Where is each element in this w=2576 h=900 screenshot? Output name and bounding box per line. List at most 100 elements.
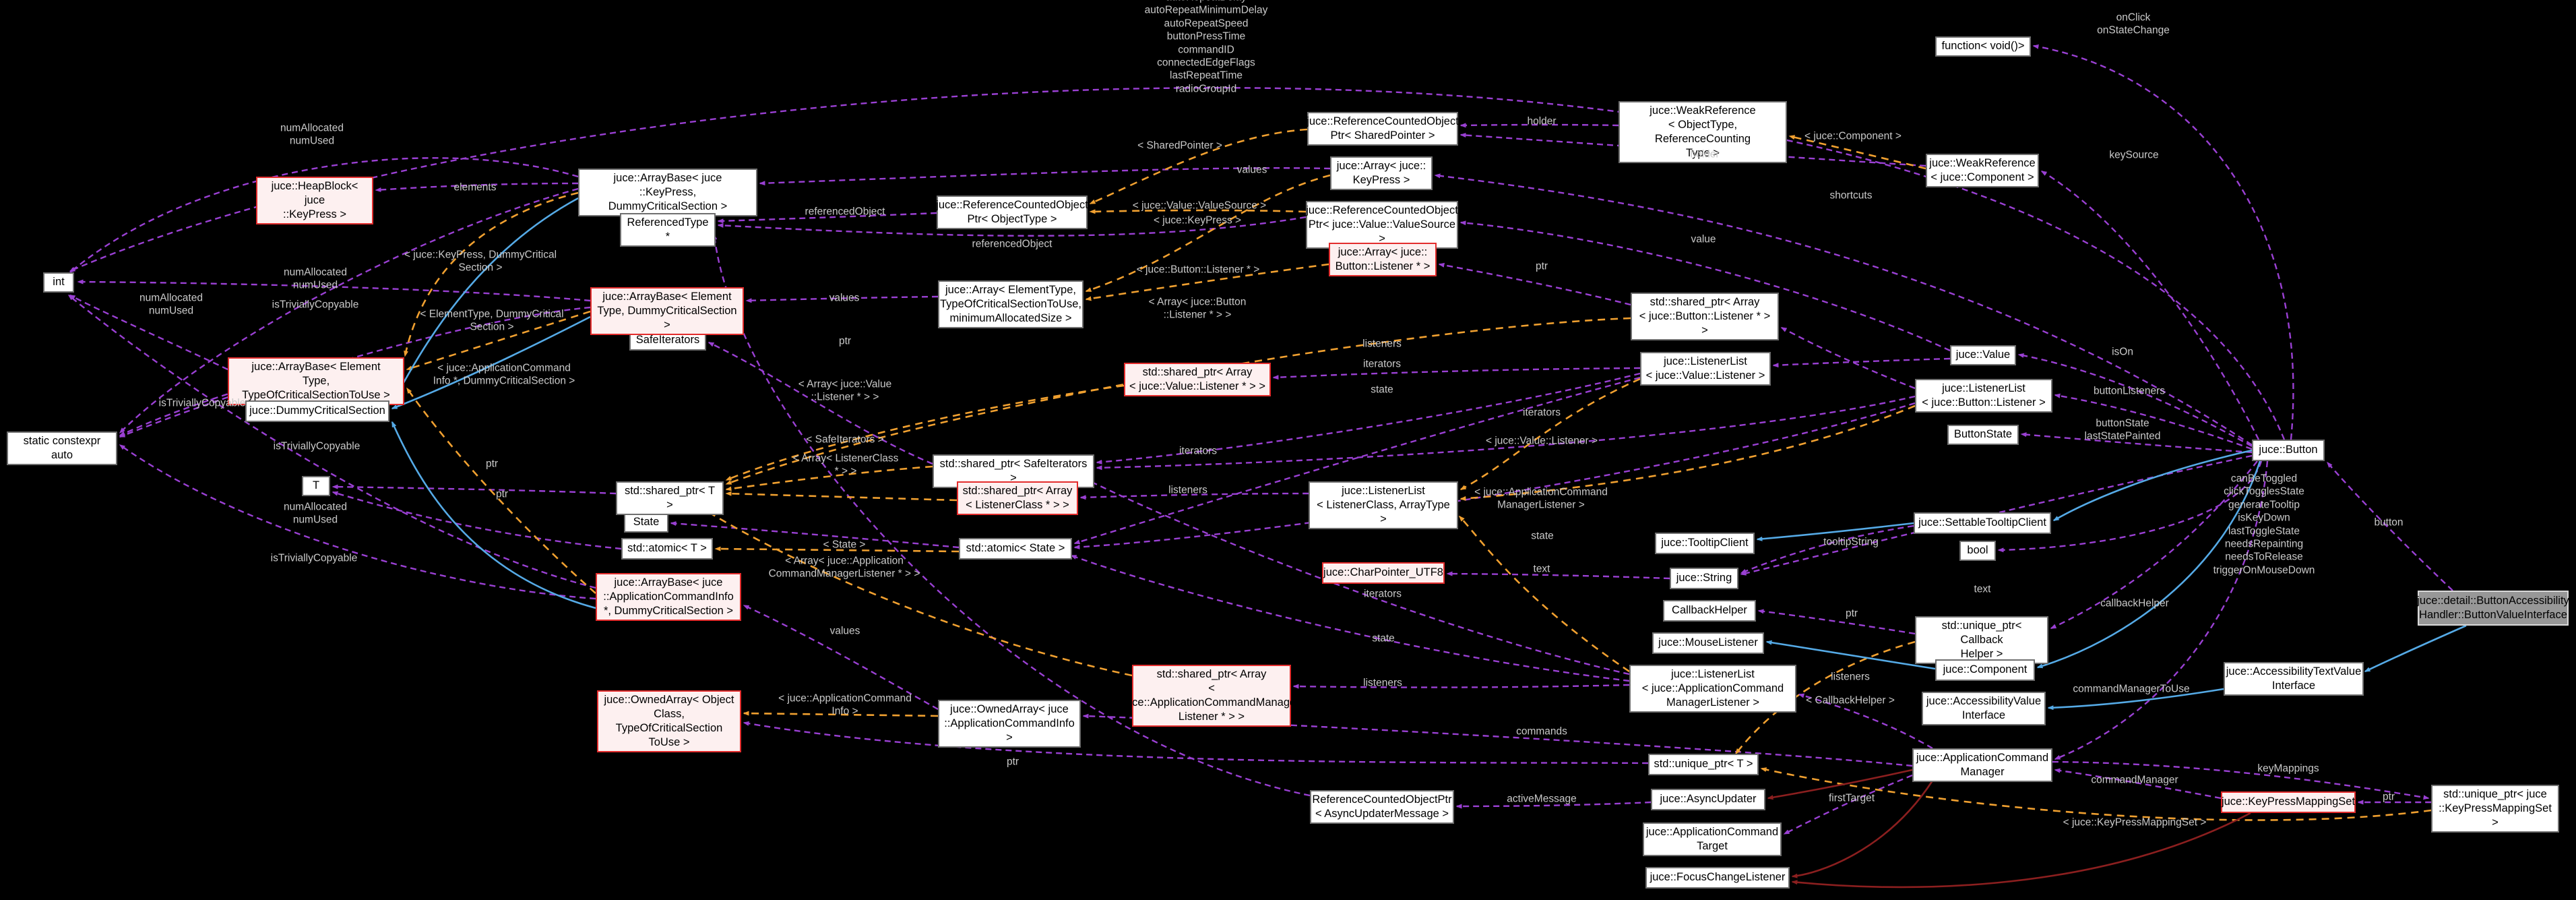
node-unique-ptr-keypressmappingset[interactable]: std::unique_ptr< juce ::KeyPressMappingS… — [2431, 785, 2559, 833]
member-edge — [69, 157, 579, 273]
node-array-keypress[interactable]: juce::Array< juce:: KeyPress > — [1330, 156, 1433, 191]
public-inheritance-edge — [2036, 460, 2261, 669]
edge-label: commandManager — [2091, 774, 2178, 786]
edge-label: isTriviallyCopyable — [272, 299, 359, 311]
edge-label: ptr — [838, 335, 852, 347]
node-dummycriticalsection[interactable]: juce::DummyCriticalSection — [245, 400, 389, 422]
node-referencecountedobjectptr-sharedpointer[interactable]: juce::ReferenceCountedObject Ptr< Shared… — [1307, 112, 1459, 146]
edge-label: < juce::Component > — [1804, 130, 1902, 142]
member-edge — [1070, 554, 1630, 682]
public-inheritance-edge — [2364, 624, 2467, 673]
node-arraybase-elementtype-typeofcriticalsectiontouse[interactable]: juce::ArrayBase< Element Type, TypeOfCri… — [228, 357, 404, 406]
member-edge — [1740, 524, 1914, 574]
template-edge — [1760, 767, 2432, 821]
node-asyncupdater[interactable]: juce::AsyncUpdater — [1651, 789, 1765, 810]
node-array-button-listener[interactable]: juce::Array< juce:: Button::Listener * > — [1329, 243, 1437, 277]
node-arraybase-elementtype-dummycriticalsection[interactable]: juce::ArrayBase< Element Type, DummyCrit… — [590, 287, 744, 336]
member-edge — [1096, 372, 1641, 464]
member-edge — [77, 279, 591, 302]
node-shared-ptr-t[interactable]: std::shared_ptr< T > — [616, 481, 724, 516]
node-shared-ptr-array-button-listener[interactable]: std::shared_ptr< Array < juce::Button::L… — [1631, 293, 1779, 341]
node-unique-ptr-t[interactable]: std::unique_ptr< T > — [1648, 754, 1759, 775]
node-string[interactable]: juce::String — [1670, 568, 1738, 589]
node-referencecountedobjectptr-asyncupdatermessage[interactable]: ReferenceCountedObjectPtr < AsyncUpdater… — [1310, 790, 1454, 824]
node-listenerlist-generic[interactable]: juce::ListenerList < ListenerClass, Arra… — [1309, 481, 1458, 530]
public-inheritance-edge — [391, 421, 596, 609]
node-listenerlist-applicationcommandmanagerlistener[interactable]: juce::ListenerList < juce::ApplicationCo… — [1629, 665, 1796, 713]
node-weakreference-generic[interactable]: juce::WeakReference < ObjectType, Refere… — [1619, 101, 1787, 164]
member-edge — [1446, 571, 1670, 580]
node-unique-ptr-callbackhelper[interactable]: std::unique_ptr< Callback Helper > — [1915, 616, 2048, 665]
node-button[interactable]: juce::Button — [2252, 440, 2325, 461]
node-bool[interactable]: bool — [1959, 541, 1996, 561]
node-arraybase-applicationcommandinfo[interactable]: juce::ArrayBase< juce ::ApplicationComma… — [596, 573, 741, 622]
node-referencecountedobjectptr-objecttype[interactable]: juce::ReferenceCountedObject Ptr< Object… — [936, 196, 1088, 230]
member-edge — [332, 484, 617, 495]
edge-label: isTriviallyCopyable — [158, 397, 246, 409]
node-arraybase-keypress-dummycriticalsection[interactable]: juce::ArrayBase< juce ::KeyPress, DummyC… — [578, 169, 757, 217]
node-focuschangelistener[interactable]: juce::FocusChangeListener — [1645, 867, 1790, 889]
node-atomic-state[interactable]: std::atomic< State > — [959, 538, 1072, 560]
node-heapblock-keypress[interactable]: juce::HeapBlock< juce ::KeyPress > — [256, 177, 373, 225]
node-tooltipclient[interactable]: juce::TooltipClient — [1655, 533, 1755, 554]
node-listenerlist-value-listener[interactable]: juce::ListenerList < juce::Value::Listen… — [1640, 352, 1771, 386]
member-edge — [2020, 432, 2253, 454]
public-inheritance-edge — [1756, 522, 1914, 541]
member-edge — [69, 294, 228, 371]
node-accessibilitytextvalueinterface[interactable]: juce::AccessibilityTextValue Interface — [2224, 662, 2364, 696]
node-component[interactable]: juce::Component — [1935, 659, 2035, 681]
member-edge — [1438, 262, 1631, 306]
node-buttonstate[interactable]: ButtonState — [1947, 425, 2019, 445]
edge-label: numAllocated numUsed — [284, 501, 347, 526]
member-edge — [2050, 460, 2258, 630]
node-state[interactable]: State — [624, 512, 668, 533]
member-edge — [1079, 492, 1309, 500]
node-static-constexpr-auto[interactable]: static constexpr auto — [7, 431, 117, 466]
node-referencedtype[interactable]: ReferencedType * — [620, 213, 716, 247]
node-array-generic[interactable]: juce::Array< ElementType, TypeOfCritical… — [938, 280, 1083, 329]
edge-label: < SafeIterators > — [806, 433, 884, 446]
template-edge — [725, 491, 957, 502]
node-shared-ptr-array-value-listener[interactable]: std::shared_ptr< Array < juce::Value::Li… — [1124, 363, 1271, 397]
member-edge — [670, 521, 960, 549]
node-t[interactable]: T — [302, 476, 330, 496]
private-inheritance-edge — [1767, 769, 1913, 800]
edge-label: < Array< ListenerClass * > > — [792, 452, 899, 477]
member-edge — [67, 295, 596, 589]
node-mouselistener[interactable]: juce::MouseListener — [1652, 632, 1764, 654]
node-referencecountedobjectptr-valuesource[interactable]: juce::ReferenceCountedObject Ptr< juce::… — [1306, 201, 1458, 249]
edge-label: commands — [1516, 725, 1567, 738]
edge-label: values — [829, 625, 860, 637]
edge-label: iterators — [1179, 445, 1217, 457]
edge-label: listeners — [1831, 671, 1870, 683]
node-listenerlist-button-listener[interactable]: juce::ListenerList < juce::Button::Liste… — [1915, 379, 2052, 413]
edge-label: values — [829, 292, 860, 304]
edge-label: keySource — [2109, 149, 2159, 161]
node-int[interactable]: int — [43, 272, 74, 293]
node-callbackhelper[interactable]: CallbackHelper — [1663, 600, 1756, 622]
node-shared-ptr-array-applicationcommandmanagerlistener[interactable]: std::shared_ptr< Array < juce::Applicati… — [1123, 665, 1300, 727]
node-buttonvalueinterface[interactable]: juce::detail::ButtonAccessibility Handle… — [2417, 591, 2569, 626]
node-ownedarray-objectclass[interactable]: juce::OwnedArray< Object Class, TypeOfCr… — [597, 690, 741, 753]
node-weakreference-component[interactable]: juce::WeakReference < juce::Component > — [1926, 154, 2039, 188]
node-atomic-t[interactable]: std::atomic< T > — [621, 538, 713, 560]
node-keypressmappingset[interactable]: juce::KeyPressMappingSet — [2221, 791, 2356, 813]
node-settabletooltipclient[interactable]: juce::SettableTooltipClient — [1914, 512, 2051, 534]
node-ownedarray-applicationcommandinfo[interactable]: juce::OwnedArray< juce ::ApplicationComm… — [938, 700, 1081, 748]
edge-label: canBeToggled clickTogglesState generateT… — [2213, 473, 2315, 576]
node-charpointer-utf8[interactable]: juce::CharPointer_UTF8 — [1322, 562, 1445, 584]
node-function-void[interactable]: function< void()> — [1935, 36, 2031, 57]
edge-label: buttonState lastStatePainted — [2084, 417, 2161, 442]
edge-label: < juce::ApplicationCommand ManagerListen… — [1474, 486, 1608, 511]
member-edge — [717, 212, 937, 224]
member-edge — [1434, 173, 2253, 446]
node-shared-ptr-array-listenerclass[interactable]: std::shared_ptr< Array < ListenerClass *… — [957, 481, 1078, 516]
member-edge — [759, 167, 1331, 186]
edge-label: ptr — [2382, 791, 2395, 803]
node-value[interactable]: juce::Value — [1950, 345, 2016, 365]
node-applicationcommandtarget[interactable]: juce::ApplicationCommand Target — [1643, 822, 1782, 857]
edge-label: < State > — [823, 539, 866, 551]
edge-label: ptr — [1845, 607, 1858, 620]
node-applicationcommandmanager[interactable]: juce::ApplicationCommand Manager — [1912, 748, 2052, 783]
node-accessibilityvalueinterface[interactable]: juce::AccessibilityValue Interface — [1922, 692, 2046, 726]
